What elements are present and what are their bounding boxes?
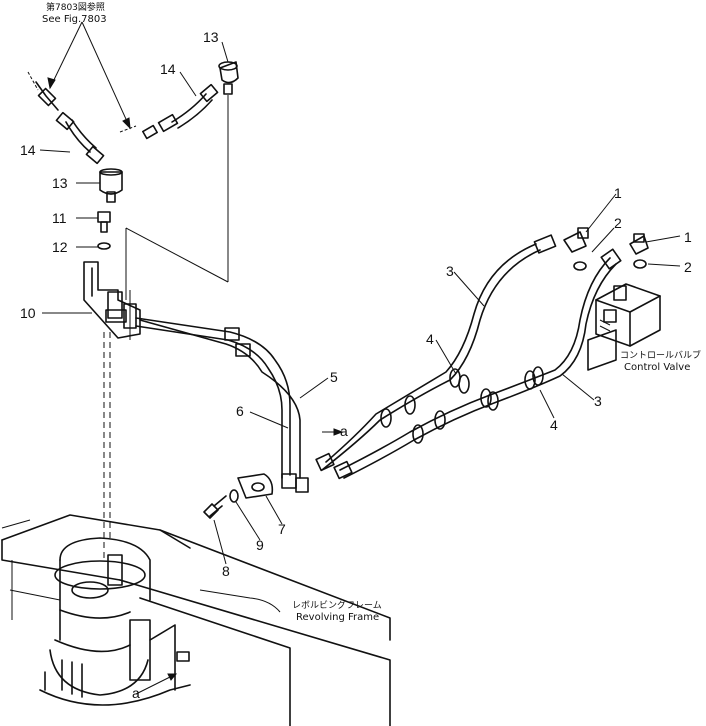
upper-fittings — [27, 61, 239, 250]
revolving-frame-jp: レボルビングフレーム — [292, 599, 382, 611]
revolving-frame-en: Revolving Frame — [296, 612, 379, 623]
clamp-assembly — [203, 473, 274, 519]
callout-4-right: 4 — [550, 417, 558, 433]
see-fig-jp: 第7803図参照 — [46, 1, 105, 13]
view-marker-a-upper: a — [340, 423, 348, 439]
control-valve-en: Control Valve — [624, 362, 690, 373]
callout-6: 6 — [236, 403, 244, 419]
callout-1-left: 1 — [614, 185, 622, 201]
control-valve — [587, 283, 661, 371]
elbows-1 — [563, 227, 649, 255]
hose-protectors-4 — [380, 366, 544, 444]
callout-3-left: 3 — [446, 263, 454, 279]
view-marker-a-lower: a — [132, 685, 140, 701]
hoses-3 — [315, 234, 622, 480]
leader-lines — [39, 21, 681, 695]
o-rings-2 — [573, 259, 647, 271]
callout-1-right: 1 — [684, 229, 692, 245]
bracket-10 — [83, 261, 141, 339]
construction-lines — [103, 95, 229, 560]
captions: 第7803図参照 See Fig.7803 コントロールバルブ Control … — [42, 1, 701, 623]
see-fig-en: See Fig.7803 — [42, 14, 107, 25]
callout-13-upper: 13 — [203, 29, 219, 45]
callout-10: 10 — [20, 305, 36, 321]
callout-5: 5 — [330, 369, 338, 385]
callout-8: 8 — [222, 563, 230, 579]
callout-3-right: 3 — [594, 393, 602, 409]
callout-11: 11 — [52, 210, 67, 226]
callout-2-left: 2 — [614, 215, 622, 231]
callout-4-left: 4 — [426, 331, 434, 347]
callout-13-left: 13 — [52, 175, 68, 191]
callout-labels: 13 14 14 13 11 12 10 5 6 7 8 9 3 4 3 4 1… — [20, 29, 692, 701]
swivel-joint — [39, 537, 191, 706]
callout-14-upper: 14 — [160, 61, 176, 77]
control-valve-jp: コントロールバルブ — [620, 349, 701, 361]
pipes-5-6 — [135, 317, 309, 493]
revolving-frame — [1, 514, 391, 726]
callout-14-left: 14 — [20, 142, 36, 158]
callout-7: 7 — [278, 521, 286, 537]
callout-2-right: 2 — [684, 259, 692, 275]
callout-9: 9 — [256, 537, 264, 553]
callout-12: 12 — [52, 239, 68, 255]
